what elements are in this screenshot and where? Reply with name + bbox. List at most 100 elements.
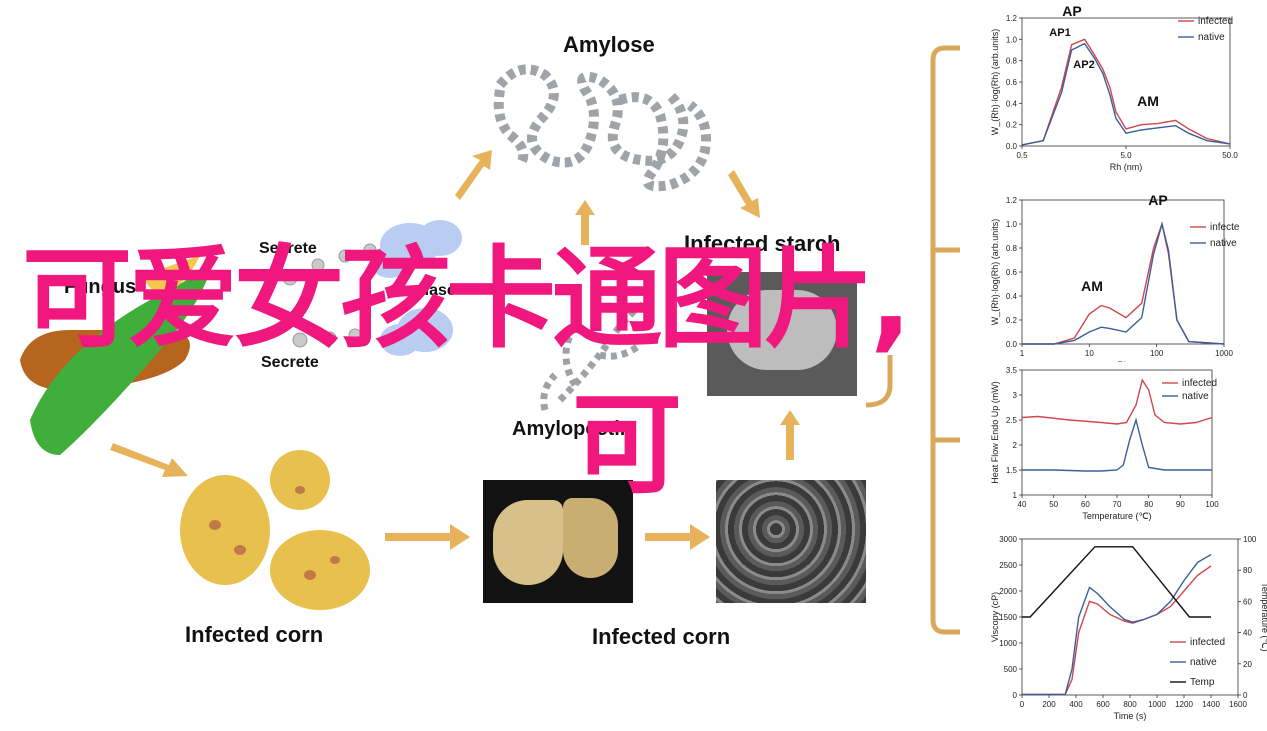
x-tick-label: 1600 (1229, 700, 1247, 709)
y-tick-label: 1.5 (1006, 466, 1018, 475)
chart-2-size-distribution: 0.00.20.40.60.81.01.21101001000RhW_(Rh)·… (980, 188, 1240, 366)
x-tick-label: 1400 (1202, 700, 1220, 709)
x-tick-label: 100 (1150, 349, 1164, 358)
label-infected-corn-right: Infected corn (592, 624, 731, 649)
label-amylose: Amylose (563, 32, 655, 57)
x-tick-label: 0 (1020, 700, 1025, 709)
infected-starch-image (707, 272, 857, 396)
plot-frame (1021, 199, 1225, 345)
y-axis-label: Viscopy (cP) (990, 592, 1000, 642)
x-tick-label: 10 (1085, 349, 1094, 358)
y-tick-label: 2000 (999, 587, 1017, 596)
infected-corn-photo (483, 480, 633, 603)
x-tick-label: 100 (1205, 500, 1219, 509)
y-tick-label: 500 (1004, 665, 1018, 674)
label-secrete-bottom: Secrete (261, 354, 319, 371)
legend-label: infected (1210, 222, 1240, 233)
legend-label: infected (1190, 637, 1225, 648)
y-tick-label: 0.4 (1006, 99, 1018, 108)
y-tick-label: 0.0 (1006, 142, 1018, 151)
y2-tick-label: 20 (1243, 660, 1252, 669)
y-tick-label: 0.6 (1006, 268, 1018, 277)
arrow-to-sem (645, 524, 710, 550)
y-tick-label: 0.0 (1006, 340, 1018, 349)
series-line-infected (1021, 378, 1213, 425)
y-axis-label: Heat Flow Endo Up (mW) (990, 381, 1000, 484)
series-line-native (1021, 42, 1231, 146)
amylase-cloud (370, 220, 462, 356)
arrow-to-photo (385, 524, 470, 550)
y2-axis-label: Temperature (℃) (1260, 582, 1267, 651)
y2-tick-label: 60 (1243, 597, 1252, 606)
diagram-canvas (20, 45, 960, 635)
annotation-label: AM (1137, 93, 1159, 109)
x-tick-label: 5.0 (1120, 151, 1132, 160)
label-fungus: Fungus (64, 276, 137, 298)
secrete-beads (282, 243, 377, 348)
series-line-infected (1022, 565, 1212, 696)
x-tick-label: 1 (1020, 349, 1025, 358)
infected-corn-sem (716, 480, 866, 603)
series-line-infected (1021, 38, 1231, 146)
arrow-up-left (575, 200, 595, 245)
series-line-temp (1022, 546, 1211, 618)
y-tick-label: 0 (1013, 691, 1018, 700)
x-tick-label: 0.5 (1016, 151, 1028, 160)
label-infected-corn-left: Infected corn (185, 622, 324, 647)
y-tick-label: 3 (1013, 391, 1018, 400)
y-axis-label: W_(Rh)·log(Rh) (arb.units) (990, 29, 1000, 136)
legend-label: infected (1182, 378, 1217, 389)
x-tick-label: 1000 (1215, 349, 1233, 358)
amylopectin-molecule (540, 296, 652, 411)
x-tick-label: 600 (1096, 700, 1110, 709)
label-amylopectin: Amylopectin (512, 418, 633, 440)
arrow-to-amylose (455, 150, 492, 200)
x-tick-label: 50 (1049, 500, 1058, 509)
series-line-infected (1022, 221, 1225, 345)
y-tick-label: 1.2 (1006, 196, 1018, 205)
x-tick-label: 70 (1113, 500, 1122, 509)
corn-cob-image (20, 255, 215, 455)
x-axis-label: Temperature (℃) (1082, 511, 1151, 521)
y2-tick-label: 80 (1243, 566, 1252, 575)
annotation-label: AP1 (1049, 27, 1070, 39)
annotation-label: AM (1081, 278, 1103, 294)
overlay-text-line-2: 可 (572, 381, 682, 509)
arrow-up-right (780, 410, 800, 460)
legend-label: Temp (1190, 677, 1215, 688)
annotation-label: AP (1148, 192, 1167, 208)
overlay-text-line-1: 可爱女孩卡通图片, (22, 235, 912, 363)
y-tick-label: 1000 (999, 639, 1017, 648)
legend-label: infected (1198, 16, 1233, 27)
label-infected-starch: Infected starch (684, 231, 841, 256)
y-tick-label: 0.6 (1006, 78, 1018, 87)
legend-label: native (1190, 657, 1217, 668)
x-tick-label: 1000 (1148, 700, 1166, 709)
y-tick-label: 1500 (999, 613, 1017, 622)
x-axis-label: Time (s) (1114, 711, 1147, 721)
x-tick-label: 60 (1081, 500, 1090, 509)
bracket (865, 45, 960, 635)
series-line-native (1022, 553, 1212, 696)
x-tick-label: 80 (1144, 500, 1153, 509)
y-tick-label: 1.0 (1006, 220, 1018, 229)
x-tick-label: 800 (1123, 700, 1137, 709)
y-tick-label: 1.2 (1006, 14, 1018, 23)
y-axis-label: W_(Rh)·log(Rh) (arb.units) (990, 219, 1000, 326)
y-tick-label: 0.4 (1006, 292, 1018, 301)
annotation-label: AP (1062, 3, 1081, 19)
chart-2-svg: 0.00.20.40.60.81.01.21101001000RhW_(Rh)·… (990, 192, 1240, 366)
y-tick-label: 0.8 (1006, 57, 1018, 66)
y2-tick-label: 40 (1243, 629, 1252, 638)
legend-label: native (1182, 391, 1209, 402)
label-amylase: Amylase (390, 282, 456, 299)
x-tick-label: 40 (1018, 500, 1027, 509)
y-tick-label: 3.5 (1006, 366, 1018, 375)
arrow-to-kernels (110, 443, 188, 477)
series-line-native (1022, 221, 1225, 345)
x-axis-label: Rh (nm) (1110, 162, 1143, 172)
